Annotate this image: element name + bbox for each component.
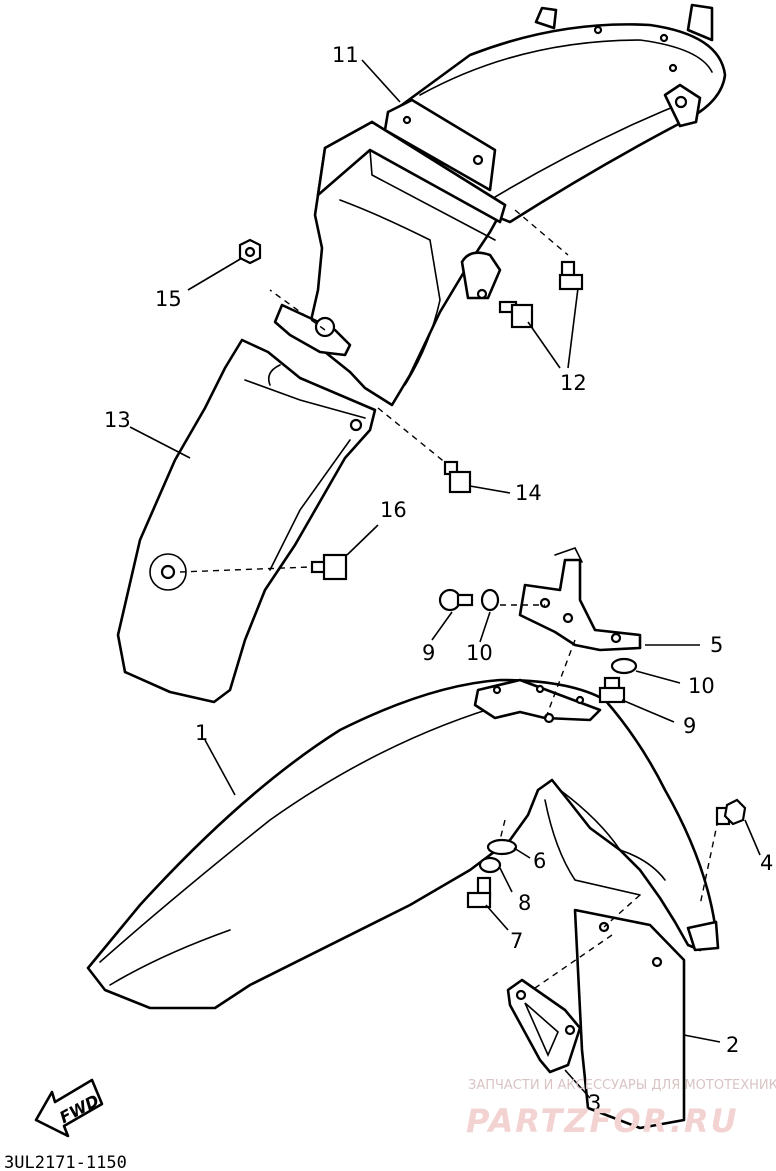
bolt-9b — [598, 676, 626, 704]
callout-15: 15 — [155, 287, 182, 311]
hardware — [238, 238, 747, 909]
washer-10b — [610, 657, 638, 675]
assembly-lines — [179, 209, 719, 989]
bolt-4 — [715, 798, 747, 826]
callout-16: 16 — [380, 498, 407, 522]
callout-13: 13 — [104, 408, 131, 432]
bracket-stay-5 — [518, 547, 642, 652]
callout-8: 8 — [518, 891, 531, 915]
bolt-14 — [443, 460, 472, 494]
rear-fender-11 — [273, 3, 727, 407]
diagram-code: 3UL2171-1150 — [4, 1153, 127, 1171]
watermark: ЗАПЧАСТИ И АКСЕССУАРЫ ДЛЯ МОТОТЕХНИКИ PA… — [466, 1078, 776, 1140]
callout-10a: 10 — [466, 641, 493, 665]
leader-lines — [129, 59, 761, 1099]
callout-12: 12 — [560, 371, 587, 395]
callout-9b: 9 — [683, 714, 696, 738]
callout-6: 6 — [533, 849, 546, 873]
nut-15 — [238, 238, 262, 265]
screw-7 — [466, 876, 492, 909]
callout-7: 7 — [510, 929, 523, 953]
bolt-12b — [498, 300, 534, 329]
washer-8 — [478, 856, 502, 874]
washer-6 — [486, 838, 518, 856]
watermark-line1: ЗАПЧАСТИ И АКСЕССУАРЫ ДЛЯ МОТОТЕХНИКИ — [468, 1078, 776, 1093]
plate-bracket-3 — [506, 978, 582, 1074]
callout-labels: 11 15 12 13 14 16 9 10 5 10 9 1 4 6 8 7 … — [104, 43, 773, 1115]
callout-14: 14 — [515, 481, 542, 505]
callout-11: 11 — [332, 43, 359, 67]
bolt-16 — [310, 553, 348, 581]
callout-1: 1 — [195, 721, 208, 745]
callout-5: 5 — [710, 633, 723, 657]
bolt-12a — [558, 260, 584, 291]
callout-3: 3 — [588, 1091, 601, 1115]
watermark-logo: PARTZFOR.RU — [466, 1102, 739, 1140]
bolt-9a — [438, 588, 474, 612]
callout-10b: 10 — [688, 674, 715, 698]
callout-4: 4 — [760, 851, 773, 875]
callout-2: 2 — [726, 1033, 739, 1057]
rear-flap-13 — [116, 338, 377, 704]
fwd-arrow: FWD — [34, 1078, 104, 1138]
callout-9a: 9 — [422, 641, 435, 665]
front-fender-1 — [86, 678, 720, 1010]
washer-10a — [480, 588, 500, 612]
